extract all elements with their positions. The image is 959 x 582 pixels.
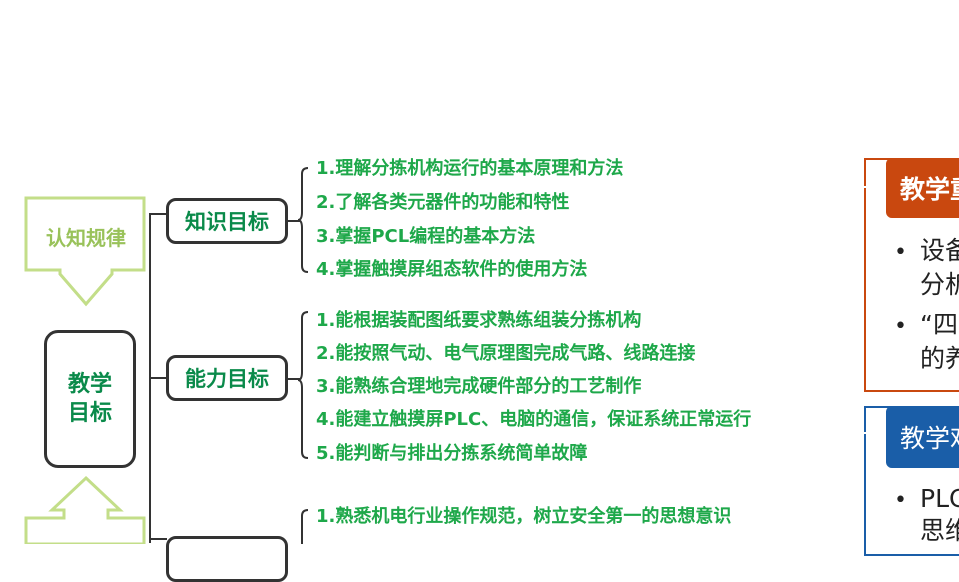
bullet-line: “四	[920, 310, 958, 339]
bullet-line: 分析	[920, 270, 959, 299]
list-item: 1.理解分拣机构运行的基本原理和方法	[316, 158, 624, 179]
connector-ability	[288, 378, 300, 380]
teaching-objectives-box: 教学 目标	[44, 330, 136, 468]
difficulties-title: 教学难	[886, 406, 959, 468]
branch-knowledge	[149, 213, 167, 215]
bullet-mark: •	[894, 240, 907, 265]
cognitive-law-label: 认知规律	[46, 226, 126, 250]
bullet-line: 设备	[920, 236, 959, 265]
bracket-knowledge	[297, 167, 309, 273]
connector-knowledge	[288, 220, 300, 222]
category-ability-label: 能力目标	[185, 367, 269, 391]
list-item: 4.掌握触摸屏组态软件的使用方法	[316, 259, 588, 280]
list-item: 5.能判断与排出分拣系统简单故障	[316, 443, 588, 464]
cognitive-law-arrow	[24, 196, 146, 307]
bullet-line: 的养	[920, 344, 959, 373]
branch-third	[149, 538, 167, 540]
category-ability: 能力目标	[166, 355, 288, 401]
list-item: 3.能熟练合理地完成硬件部分的工艺制作	[316, 376, 642, 397]
key-points-title-text: 教学重	[900, 175, 959, 204]
bullet-mark: •	[894, 488, 907, 513]
key-points-title: 教学重	[886, 158, 959, 218]
category-third	[166, 536, 288, 582]
list-item: 1.能根据装配图纸要求熟练组装分拣机构	[316, 310, 642, 331]
bottom-up-arrow	[24, 475, 146, 544]
key-points-title-notch	[864, 186, 886, 188]
difficulties-title-notch	[864, 432, 886, 434]
list-item: 4.能建立触摸屏PLC、电脑的通信，保证系统正常运行	[316, 409, 752, 430]
list-item: 3.掌握PCL编程的基本方法	[316, 226, 536, 247]
list-item: 1.熟悉机电行业操作规范，树立安全第一的思想意识	[316, 506, 732, 527]
bullet-mark: •	[894, 314, 907, 339]
category-knowledge: 知识目标	[166, 198, 288, 244]
center-label-line2: 目标	[67, 401, 112, 426]
bracket-third	[301, 509, 309, 544]
bullet-line: PLC	[920, 484, 959, 513]
branch-ability	[149, 377, 167, 379]
bullet-line: 思维	[920, 516, 959, 545]
difficulties-title-text: 教学难	[900, 424, 959, 453]
category-knowledge-label: 知识目标	[185, 210, 269, 234]
bracket-ability	[297, 311, 309, 459]
list-item: 2.能按照气动、电气原理图完成气路、线路连接	[316, 343, 696, 364]
list-item: 2.了解各类元器件的功能和特性	[316, 192, 570, 213]
center-label-line1: 教学	[67, 372, 112, 397]
